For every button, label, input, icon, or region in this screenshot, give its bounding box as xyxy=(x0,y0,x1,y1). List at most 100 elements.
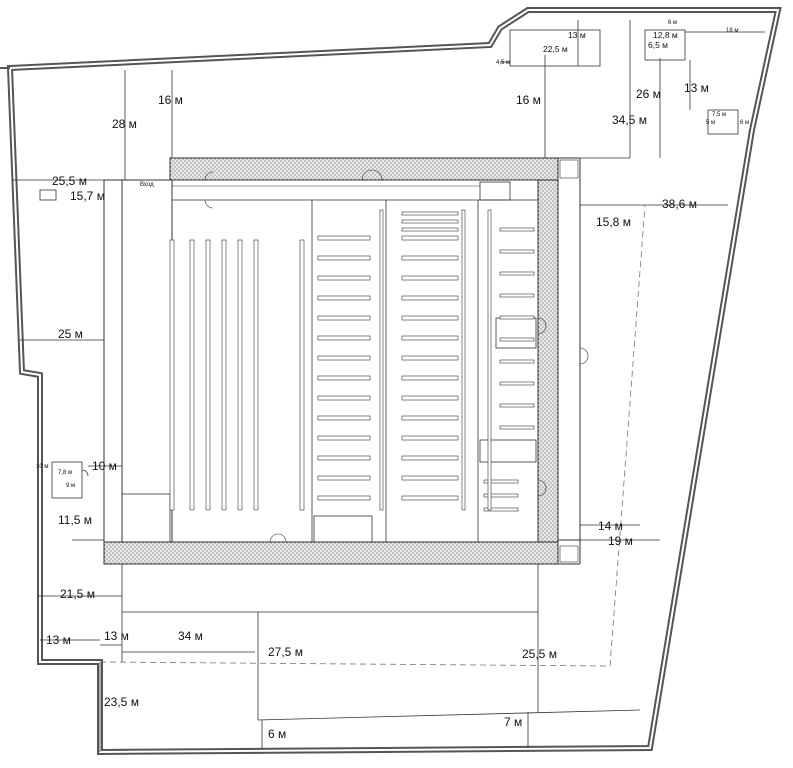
horizontal-shelf xyxy=(483,479,519,484)
horizontal-shelf xyxy=(499,425,535,430)
horizontal-shelf xyxy=(499,315,535,320)
dim-15-7: 15,7 м xyxy=(70,189,105,203)
dim-13-right: 13 м xyxy=(684,81,709,95)
horizontal-shelf xyxy=(317,475,371,481)
dim-13-bottom-b: 13 м xyxy=(104,629,129,643)
entrance-label: Вход xyxy=(140,182,154,188)
horizontal-shelf xyxy=(483,493,519,498)
main-building: Вход xyxy=(103,157,589,565)
horizontal-shelf xyxy=(401,275,459,281)
horizontal-shelf xyxy=(317,235,371,241)
horizontal-shelf xyxy=(401,415,459,421)
column-separator xyxy=(461,209,466,511)
dim-23-5: 23,5 м xyxy=(104,695,139,709)
dim-annex-22-5: 22,5 м xyxy=(543,44,568,54)
horizontal-shelf xyxy=(499,227,535,232)
dim-kiosk-10-small: 10 м xyxy=(36,464,48,470)
horizontal-shelf xyxy=(401,219,459,224)
horizontal-shelf xyxy=(499,249,535,254)
horizontal-shelf xyxy=(499,359,535,364)
vertical-rack xyxy=(253,239,259,511)
vertical-rack xyxy=(205,239,211,511)
dim-19: 19 м xyxy=(608,534,633,548)
vertical-rack xyxy=(299,239,305,511)
horizontal-shelf xyxy=(401,295,459,301)
shelving-racks xyxy=(169,209,535,512)
dim-13-bottom-a: 13 м xyxy=(46,633,71,647)
horizontal-shelf xyxy=(317,395,371,401)
horizontal-shelf xyxy=(401,375,459,381)
dim-34: 34 м xyxy=(178,629,203,643)
column-separator xyxy=(487,209,492,511)
dim-16-left: 16 м xyxy=(158,93,183,107)
horizontal-shelf xyxy=(499,337,535,342)
site-boundary xyxy=(6,7,782,756)
dim-6-bottom: 6 м xyxy=(268,727,286,741)
horizontal-shelf xyxy=(317,295,371,301)
horizontal-shelf xyxy=(317,315,371,321)
horizontal-shelf xyxy=(401,211,459,216)
dim-annex-4-5: 4,5 м xyxy=(496,60,510,66)
dim-25: 25 м xyxy=(58,327,83,341)
column-separator xyxy=(379,209,384,511)
dim-hut-7-5: 7,5 м xyxy=(712,112,726,118)
horizontal-shelf xyxy=(401,255,459,261)
horizontal-shelf xyxy=(317,435,371,441)
dim-27-5: 27,5 м xyxy=(268,645,303,659)
left-kiosk xyxy=(39,189,89,499)
horizontal-shelf xyxy=(317,355,371,361)
dim-box-6-top: 6 м xyxy=(668,20,677,26)
dim-kiosk-7-8: 7,8 м xyxy=(58,470,72,476)
dim-box-6-5: 6,5 м xyxy=(648,40,668,50)
horizontal-shelf xyxy=(401,335,459,341)
horizontal-shelf xyxy=(499,271,535,276)
horizontal-shelf xyxy=(401,495,459,501)
vertical-rack xyxy=(221,239,227,511)
horizontal-shelf xyxy=(317,415,371,421)
dim-kiosk-10: 10 м xyxy=(92,459,117,473)
dim-top-18: 18 м xyxy=(726,28,738,34)
dim-21-5: 21,5 м xyxy=(60,587,95,601)
horizontal-shelf xyxy=(401,395,459,401)
dim-7-bottom: 7 м xyxy=(504,715,522,729)
horizontal-shelf xyxy=(401,315,459,321)
dim-kiosk-9: 9 м xyxy=(66,483,75,489)
dim-16-right: 16 м xyxy=(516,93,541,107)
horizontal-shelf xyxy=(401,355,459,361)
horizontal-shelf xyxy=(499,403,535,408)
horizontal-shelf xyxy=(317,375,371,381)
vertical-rack xyxy=(237,239,243,511)
dim-annex-13: 13 м xyxy=(568,30,586,40)
dim-kiosk-11-5: 11,5 м xyxy=(58,513,92,527)
dim-38-6: 38,6 м xyxy=(662,197,697,211)
horizontal-shelf xyxy=(401,455,459,461)
dimension-lines xyxy=(12,20,765,752)
dim-14: 14 м xyxy=(598,519,623,533)
dim-25-5-bottom: 25,5 м xyxy=(522,647,557,661)
dim-hut-5: 5 м xyxy=(706,120,715,126)
horizontal-shelf xyxy=(401,435,459,441)
horizontal-shelf xyxy=(483,507,519,512)
horizontal-shelf xyxy=(317,495,371,501)
horizontal-shelf xyxy=(401,475,459,481)
dim-26: 26 м xyxy=(636,87,661,101)
horizontal-shelf xyxy=(401,227,459,232)
parking-dashed-boundary xyxy=(99,204,646,667)
vertical-rack xyxy=(189,239,195,511)
top-annex xyxy=(500,29,739,135)
dim-box-12-8: 12,8 м xyxy=(653,30,678,40)
vertical-rack xyxy=(169,239,175,511)
dim-25-5-left: 25,5 м xyxy=(52,174,87,188)
horizontal-shelf xyxy=(317,275,371,281)
dim-34-5: 34,5 м xyxy=(612,113,647,127)
horizontal-shelf xyxy=(317,335,371,341)
dim-hut-6: 6 м xyxy=(740,120,749,126)
horizontal-shelf xyxy=(317,255,371,261)
dim-15-8: 15,8 м xyxy=(596,215,631,229)
horizontal-shelf xyxy=(499,381,535,386)
horizontal-shelf xyxy=(499,293,535,298)
dimension-labels: 18 м 13 м 22,5 м 4,5 м 12,8 м 6,5 м 6 м … xyxy=(36,20,749,741)
horizontal-shelf xyxy=(401,235,459,241)
dim-28: 28 м xyxy=(112,117,137,131)
